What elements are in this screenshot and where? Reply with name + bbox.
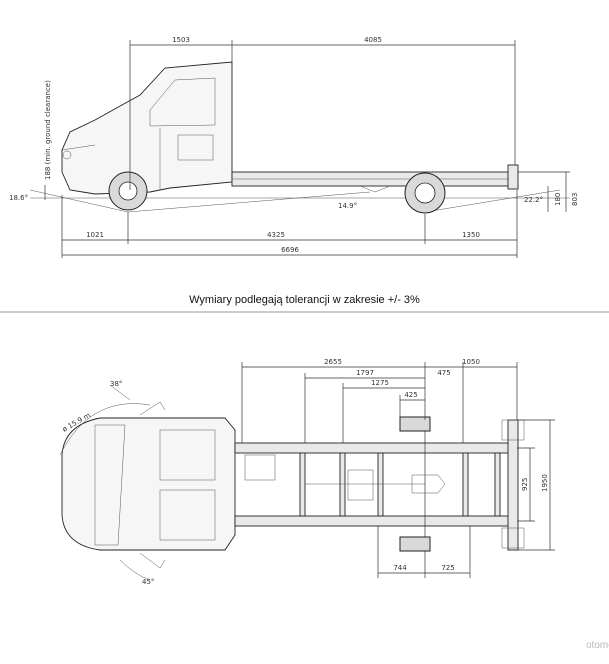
fuel-tank [347, 469, 374, 501]
angle-front: 18.6° [9, 194, 28, 202]
dim-6696: 6696 [281, 246, 299, 254]
dim-1275: 1275 [371, 379, 389, 387]
angle-38: 38° [110, 380, 122, 388]
dim-475: 475 [437, 369, 450, 377]
mirror-top [139, 401, 166, 416]
rear-bumper-top [507, 419, 519, 551]
dim-1797: 1797 [356, 369, 374, 377]
approach-angle-line [29, 189, 129, 213]
dim-1503: 1503 [172, 36, 190, 44]
differential [411, 474, 446, 494]
dim-744: 744 [393, 564, 407, 572]
crossmember-2 [339, 452, 346, 517]
dim-1050: 1050 [462, 358, 480, 366]
tolerance-caption: Wymiary podlegają tolerancji w zakresie … [189, 294, 420, 306]
dim-425: 425 [404, 391, 417, 399]
ramp-angle-line [127, 191, 371, 213]
watermark-logo: otomoto [586, 640, 609, 651]
battery-box [244, 454, 276, 481]
dim-1350: 1350 [462, 231, 480, 239]
crossmember-5 [494, 452, 501, 517]
dim-725: 725 [441, 564, 454, 572]
angle-ramp: 14.9° [338, 202, 357, 210]
cab-body [61, 61, 233, 195]
dim-4325: 4325 [267, 231, 285, 239]
departure-angle-line [424, 189, 561, 213]
dim-2655: 2655 [324, 358, 342, 366]
cab-step [177, 134, 214, 161]
angle-45: 45° [142, 578, 154, 586]
clearance-label: 188 (min. ground clearance) [44, 80, 52, 180]
crossmember-4 [462, 452, 469, 517]
angle-rear: 22.2° [524, 196, 543, 204]
windshield-top [94, 424, 126, 546]
side-view: 1503 4085 1021 4325 1350 6696 188 (min. … [9, 36, 579, 258]
crossmember-3 [377, 452, 384, 517]
angle-line-top [109, 384, 131, 401]
rear-hub [414, 182, 436, 204]
rail-upper [234, 442, 518, 454]
rear-light-bottom [501, 527, 525, 549]
turning-arc-top [59, 403, 151, 456]
rear-wheel-top [399, 416, 431, 432]
bumper-line [61, 144, 96, 151]
dim-1021: 1021 [86, 231, 104, 239]
deck-height-label: 803 [571, 193, 579, 206]
cab-top [61, 417, 236, 551]
headlight [62, 150, 72, 160]
dim-1950: 1950 [541, 474, 549, 492]
rear-wheel-bottom [399, 536, 431, 552]
dim-4085: 4085 [364, 36, 382, 44]
dim-925: 925 [521, 478, 529, 491]
mirror-bottom [139, 552, 166, 569]
exhaust [359, 185, 391, 193]
front-hub [118, 181, 138, 201]
crossmember-1 [299, 452, 306, 517]
rear-bumper [507, 164, 519, 190]
angle-arc-bottom [119, 559, 151, 581]
rail-lower [234, 515, 518, 527]
cab-window [149, 77, 216, 127]
seat-left [159, 429, 216, 481]
seat-right [159, 489, 216, 541]
frame-height-label: 180 [554, 193, 562, 206]
rear-light-top [501, 419, 525, 441]
top-view: 2655 1050 1797 475 1275 425 925 1950 744… [59, 358, 555, 586]
